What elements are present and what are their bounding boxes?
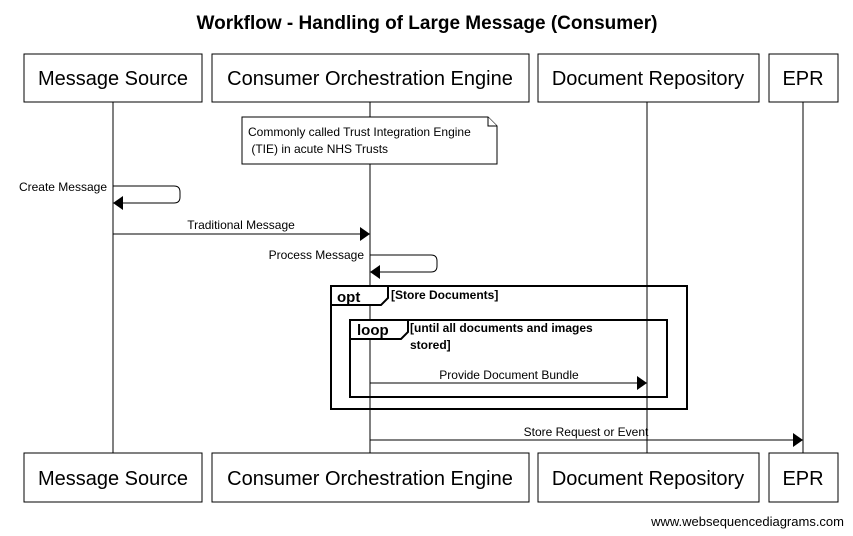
participant-message-source-top: Message Source xyxy=(23,53,203,103)
message-traditional: Traditional Message xyxy=(113,218,370,241)
loop-condition-line-1: [until all documents and images xyxy=(410,321,593,335)
participant-consumer-orchestration-engine-bottom: Consumer Orchestration Engine xyxy=(211,452,530,503)
participant-document-repository-top: Document Repository xyxy=(537,53,760,103)
participant-label: Message Source xyxy=(38,468,188,490)
diagram-title: Workflow - Handling of Large Message (Co… xyxy=(197,13,658,34)
message-label: Store Request or Event xyxy=(524,425,649,439)
participant-label: EPR xyxy=(782,68,823,90)
message-provide-document-bundle: Provide Document Bundle xyxy=(370,368,647,390)
opt-condition: [Store Documents] xyxy=(391,288,498,302)
opt-frame: opt [Store Documents] xyxy=(330,285,688,410)
loop-frame: loop [until all documents and images sto… xyxy=(349,319,668,398)
opt-tag: opt xyxy=(337,289,360,306)
message-label: Traditional Message xyxy=(187,218,295,232)
loop-tag: loop xyxy=(357,322,389,339)
footer-link[interactable]: www.websequencediagrams.com xyxy=(650,514,844,529)
participant-consumer-orchestration-engine-top: Consumer Orchestration Engine xyxy=(211,53,530,103)
message-label: Process Message xyxy=(269,248,365,262)
participant-label: Consumer Orchestration Engine xyxy=(227,68,513,90)
loop-condition-line-2: stored] xyxy=(410,338,451,352)
message-create: Create Message xyxy=(19,180,181,210)
participant-label: Document Repository xyxy=(552,468,744,490)
message-process: Process Message xyxy=(269,248,438,279)
participant-epr-top: EPR xyxy=(768,53,839,103)
participant-label: EPR xyxy=(782,468,823,490)
message-store-request: Store Request or Event xyxy=(370,425,803,447)
participant-document-repository-bottom: Document Repository xyxy=(537,452,760,503)
note-line-1: Commonly called Trust Integration Engine xyxy=(248,125,471,139)
participant-label: Message Source xyxy=(38,68,188,90)
participant-message-source-bottom: Message Source xyxy=(23,452,203,503)
message-label: Create Message xyxy=(19,180,107,194)
participant-label: Consumer Orchestration Engine xyxy=(227,468,513,490)
note-line-2: (TIE) in acute NHS Trusts xyxy=(248,142,388,156)
participant-epr-bottom: EPR xyxy=(768,452,839,503)
participant-label: Document Repository xyxy=(552,68,744,90)
message-label: Provide Document Bundle xyxy=(439,368,579,382)
note: Commonly called Trust Integration Engine… xyxy=(241,116,498,165)
